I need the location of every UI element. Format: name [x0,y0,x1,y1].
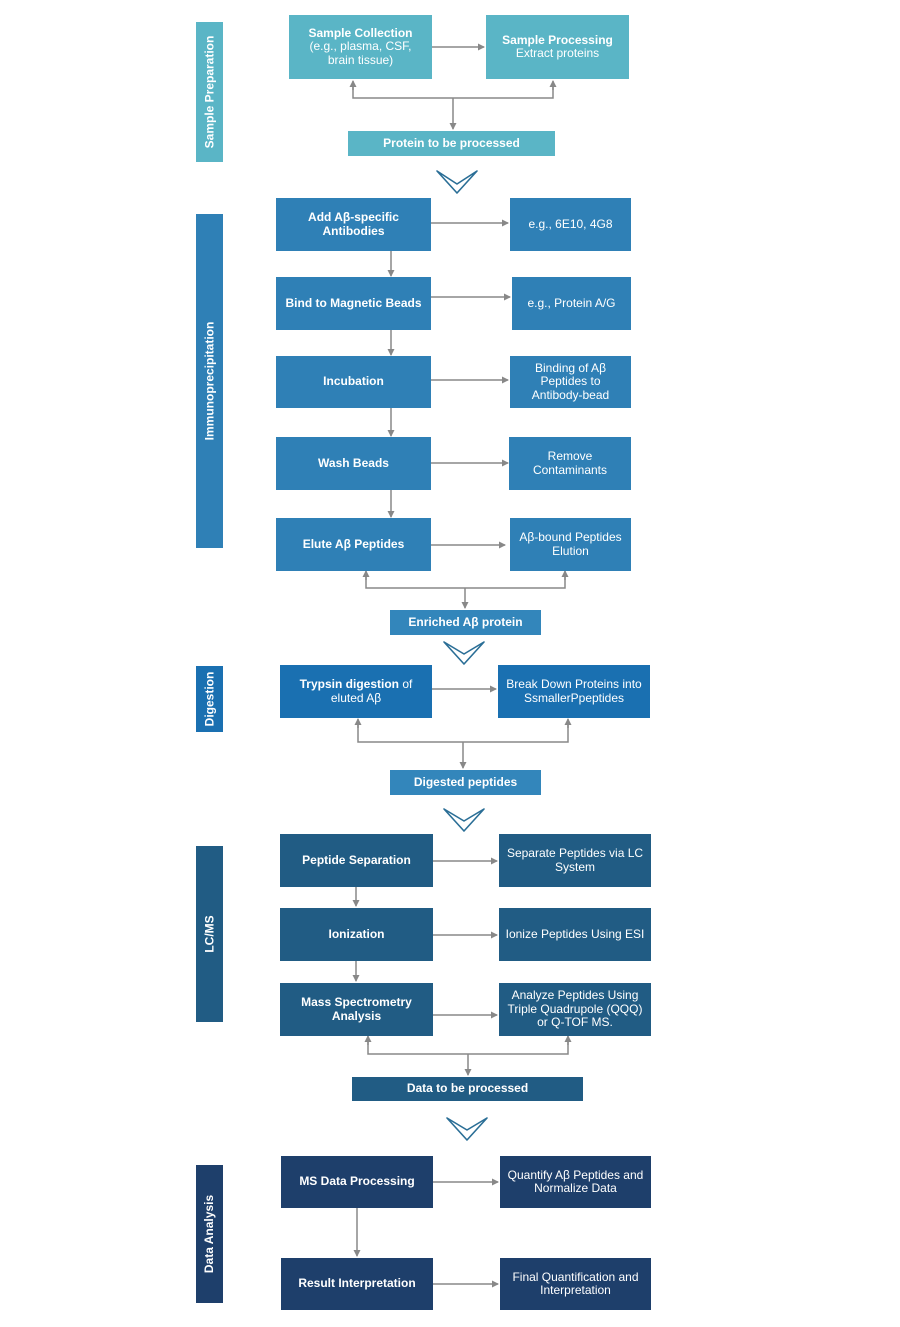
chevron-icon [443,808,485,832]
lcms-note-separation: Separate Peptides via LC System [499,834,651,887]
enriched-output-label: Enriched Aβ protein [408,614,523,629]
bracket-sample-prep [352,82,554,99]
stage-sample-preparation: Sample Preparation [196,22,223,162]
stage-immunoprecipitation: Immunoprecipitation [196,214,223,548]
digestion-step-rest: of eluted Aβ [330,677,413,705]
da-note-processing: Quantify Aβ Peptides and Normalize Data [500,1156,651,1208]
chevron-icon [443,641,485,665]
digestion-step-box: Trypsin digestion of eluted Aβ [280,665,432,718]
da-step-interpretation: Result Interpretation [281,1258,433,1310]
stage-digestion: Digestion [196,666,223,732]
sample-processing-box: Sample Processing Extract proteins [486,15,629,79]
sample-processing-title: Sample Processing [502,32,613,47]
stage-lcms: LC/MS [196,846,223,1022]
ip-step-label: Bind to Magnetic Beads [285,295,422,310]
ip-note-label: Remove Contaminants [532,449,608,477]
digested-output-box: Digested peptides [390,770,541,795]
ip-step-label: Wash Beads [318,455,389,470]
stage-label: Digestion [202,671,217,727]
ip-note-label: Aβ-bound Peptides Elution [519,530,622,558]
ip-note-antibodies: e.g., 6E10, 4G8 [510,198,631,251]
ip-note-label: e.g., Protein A/G [527,295,616,310]
protein-output-box: Protein to be processed [348,131,555,156]
lcms-note-label: Separate Peptides via LC System [506,846,644,874]
sample-processing-desc: Extract proteins [515,46,600,60]
stage-label: Data Analysis [202,1194,217,1274]
lcms-step-label: Ionization [328,926,385,941]
lcms-step-label: Mass Spectrometry Analysis [301,995,412,1023]
lcms-note-label: Analyze Peptides Using Triple Quadrupole… [507,988,643,1030]
sample-collection-box: Sample Collection (e.g., plasma, CSF, br… [289,15,432,79]
ip-step-label: Elute Aβ Peptides [302,536,405,551]
data-output-label: Data to be processed [406,1081,529,1096]
ip-note-label: e.g., 6E10, 4G8 [528,216,613,231]
da-note-interpretation: Final Quantification and Interpretation [500,1258,651,1310]
stage-label: Sample Preparation [202,35,217,149]
ip-note-elute: Aβ-bound Peptides Elution [510,518,631,571]
lcms-note-ms-analysis: Analyze Peptides Using Triple Quadrupole… [499,983,651,1036]
da-note-label: Quantify Aβ Peptides and Normalize Data [507,1167,644,1195]
ip-note-label: Binding of Aβ Peptides to Antibody-bead [531,360,610,402]
lcms-step-ms-analysis: Mass Spectrometry Analysis [280,983,433,1036]
protein-output-label: Protein to be processed [383,135,520,150]
lcms-note-ionization: Ionize Peptides Using ESI [499,908,651,961]
sample-collection-title: Sample Collection [308,25,413,40]
lcms-step-ionization: Ionization [280,908,433,961]
chevron-icon [436,170,478,194]
lcms-step-label: Peptide Separation [302,852,411,867]
digestion-step-bold: Trypsin digestion [299,677,399,691]
lcms-note-label: Ionize Peptides Using ESI [505,926,645,941]
digestion-note-box: Break Down Proteins into SsmallerPpeptid… [498,665,650,718]
ip-note-beads: e.g., Protein A/G [512,277,631,330]
stage-label: LC/MS [202,915,217,953]
da-step-label: Result Interpretation [298,1276,416,1291]
ip-step-add-antibodies: Add Aβ-specific Antibodies [276,198,431,251]
lcms-step-separation: Peptide Separation [280,834,433,887]
ip-step-label: Add Aβ-specific Antibodies [308,210,399,238]
da-step-label: MS Data Processing [299,1174,415,1189]
ip-step-label: Incubation [323,374,384,389]
stage-data-analysis: Data Analysis [196,1165,223,1303]
ip-step-incubation: Incubation [276,356,431,408]
ip-step-elute: Elute Aβ Peptides [276,518,431,571]
ip-step-bind-beads: Bind to Magnetic Beads [276,277,431,330]
digestion-step-text: Trypsin digestion of eluted Aβ [286,677,426,705]
ip-note-incubation: Binding of Aβ Peptides to Antibody-bead [510,356,631,408]
stage-label: Immunoprecipitation [202,321,217,441]
chevron-icon [446,1117,488,1141]
da-note-label: Final Quantification and Interpretation [512,1269,639,1297]
da-step-processing: MS Data Processing [281,1156,433,1208]
digestion-note-label: Break Down Proteins into SsmallerPpeptid… [506,677,642,705]
bracket-ip [365,572,566,589]
sample-collection-desc: (e.g., plasma, CSF, brain tissue) [309,39,412,67]
bracket-lcms [367,1037,569,1055]
data-output-box: Data to be processed [352,1077,583,1101]
ip-note-wash: Remove Contaminants [509,437,631,490]
enriched-output-box: Enriched Aβ protein [390,610,541,635]
digested-output-label: Digested peptides [413,774,518,789]
ip-step-wash: Wash Beads [276,437,431,490]
bracket-digestion [357,720,569,743]
